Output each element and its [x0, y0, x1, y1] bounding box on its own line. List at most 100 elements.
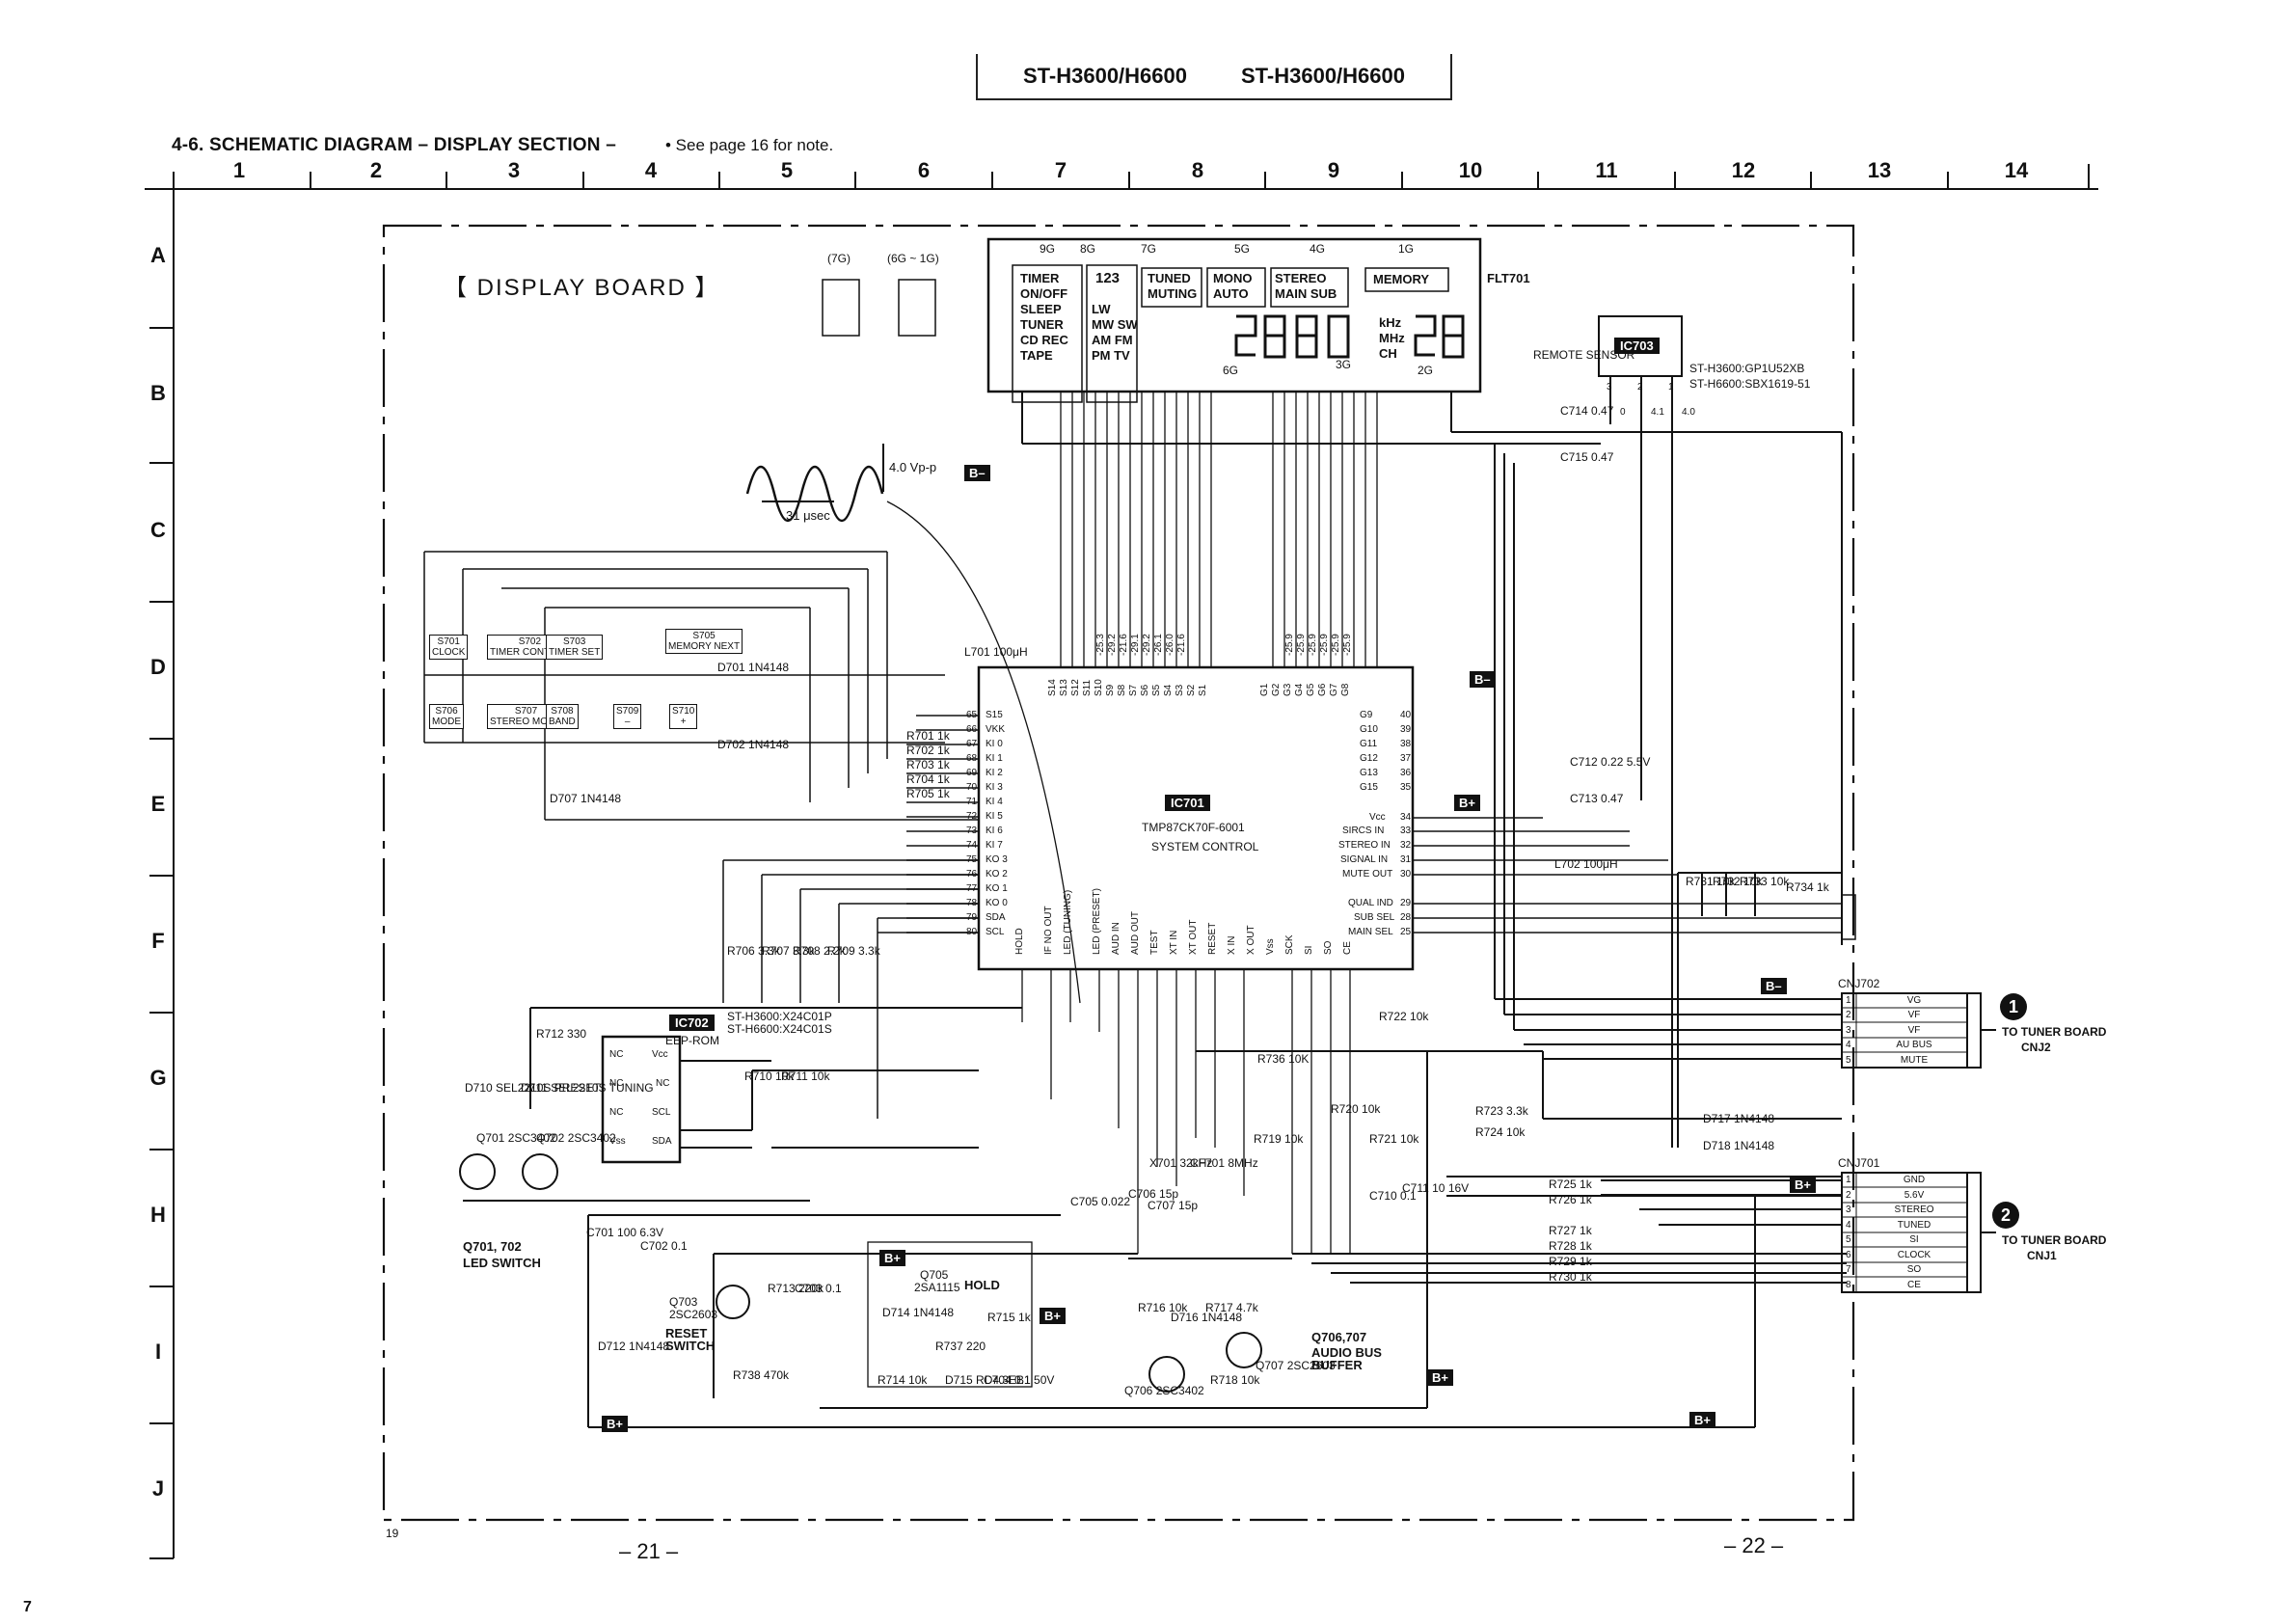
r716: R716 10k — [1138, 1301, 1188, 1314]
ic701-top-voltage: -25.9 — [1296, 634, 1307, 656]
tag-b-plus-7: B+ — [602, 1416, 628, 1432]
ic701-top-voltage: -29.2 — [1107, 634, 1118, 656]
switch-label: MODE — [432, 717, 461, 727]
c704: C704 0.1 50V — [984, 1373, 1055, 1387]
cnj701-pin: 3 — [1846, 1204, 1851, 1215]
ic701-top-pin: S14 — [1047, 679, 1058, 696]
ic701-lnum-76: 76 — [966, 869, 978, 880]
ic701-rpin-g13: G13 — [1360, 768, 1378, 778]
ic701-top-pin: G2 — [1271, 683, 1282, 696]
ic701-lnum-71: 71 — [966, 797, 978, 807]
cnj702-pin: 4 — [1846, 1040, 1851, 1051]
ic701-lpin-ko2: KO 2 — [986, 869, 1008, 880]
q701-702-refs: Q701, 702 — [463, 1239, 522, 1254]
r728: R728 1k — [1549, 1239, 1592, 1253]
r720: R720 10k — [1331, 1102, 1381, 1116]
ic701-bottom-pin: LED (TUNING) — [1063, 889, 1073, 955]
ic701-rpin-g9: G9 — [1360, 710, 1373, 720]
ic701-top-voltage: -25.9 — [1331, 634, 1341, 656]
r721: R721 10k — [1369, 1132, 1419, 1146]
cnj701-pin: 6 — [1846, 1249, 1851, 1260]
grid-col-4: 4 — [644, 158, 658, 182]
ic703-volt-1: 0 — [1620, 407, 1626, 418]
ic701-rpin-g10: G10 — [1360, 724, 1378, 735]
switch-ref: S707 — [514, 706, 538, 717]
fl-grid-3g: 3G — [1336, 358, 1352, 371]
ic701-lnum-78: 78 — [966, 898, 978, 908]
fl-grid-6g: 6G — [1223, 364, 1239, 377]
r702: R702 1k — [906, 744, 950, 757]
ic701-rnum-40: 40 — [1400, 710, 1412, 720]
seg-legend-6g: (6G ~ 1G) — [887, 252, 939, 265]
section-note: • See page 16 for note. — [665, 136, 834, 154]
cnj701-dest-conn: CNJ1 — [2027, 1249, 2057, 1262]
q705-part: 2SA1115 — [914, 1281, 960, 1294]
grid-col-6: 6 — [917, 158, 931, 182]
d702: D702 1N4148 — [717, 738, 790, 751]
switch-label: TIMER SET — [549, 647, 601, 658]
r719: R719 10k — [1254, 1132, 1304, 1146]
r722: R722 10k — [1379, 1010, 1429, 1023]
ic701-rpin-sircs: SIRCS IN — [1342, 826, 1385, 836]
fl-name: FLT701 — [1487, 271, 1530, 285]
ic701-top-pin: S1 — [1198, 684, 1208, 696]
ic703-volt-2: 4.1 — [1651, 407, 1664, 418]
grid-row-d: D — [150, 655, 166, 679]
ic702-function: EEP-ROM — [665, 1034, 720, 1047]
grid-col-8: 8 — [1191, 158, 1204, 182]
cnj701-pin: 1 — [1846, 1175, 1851, 1185]
ic701-part: TMP87CK70F-6001 — [1142, 821, 1245, 834]
ic701-top-pin: S6 — [1140, 684, 1150, 696]
ic701-top-pin: S10 — [1094, 679, 1104, 696]
c701: C701 100 6.3V — [586, 1226, 664, 1239]
ic701-rnum-36: 36 — [1400, 768, 1412, 778]
grid-col-11: 11 — [1595, 158, 1618, 182]
r712: R712 330 — [536, 1027, 587, 1041]
cnj701-dest: TO TUNER BOARD — [2002, 1233, 2107, 1247]
ic701-bottom-pin: AUD OUT — [1130, 911, 1141, 955]
c710: C710 0.1 — [1369, 1189, 1417, 1203]
grid-row-i: I — [154, 1340, 162, 1364]
tag-b-minus-1: B– — [964, 465, 990, 481]
c711: C711 10 16V — [1402, 1181, 1470, 1195]
ic702-part-h3600: ST-H3600:X24C01P — [727, 1010, 832, 1023]
ic702-rpin-sda: SDA — [652, 1136, 672, 1147]
ic701-bottom-pin: RESET — [1207, 922, 1218, 955]
corner-number: 19 — [386, 1527, 399, 1540]
grid-col-3: 3 — [507, 158, 521, 182]
ic701-top-voltage: -26.1 — [1153, 634, 1164, 656]
c702: C702 0.1 — [640, 1239, 688, 1253]
r714: R714 10k — [878, 1373, 928, 1387]
ic701-rpin-g15: G15 — [1360, 782, 1378, 793]
ic701-rnum-35: 35 — [1400, 782, 1412, 793]
ic701-lpin-ki4: KI 4 — [986, 797, 1003, 807]
ic701-lnum-73: 73 — [966, 826, 978, 836]
r737: R737 220 — [935, 1340, 986, 1353]
fl-grid-5g: 5G — [1234, 242, 1251, 256]
cnj702-signal: VF — [1907, 1024, 1921, 1036]
cnj701-signal: GND — [1903, 1175, 1926, 1185]
fl-grid-7g: 7G — [1141, 242, 1157, 256]
ic701-rpin-qual: QUAL IND — [1348, 898, 1393, 908]
ic702-rpin-nc: NC — [656, 1078, 670, 1089]
ic701-lnum-70: 70 — [966, 782, 978, 793]
ic701-lpin-s15: S15 — [986, 710, 1003, 720]
switch-ref: S710 — [672, 706, 695, 717]
switch-label: BAND — [549, 717, 576, 727]
r733: R733 10k — [1740, 875, 1790, 888]
ic701-top-pin: S3 — [1175, 684, 1185, 696]
ic701-top-pin: G6 — [1317, 683, 1328, 696]
ic702-lpin-3: NC — [609, 1107, 624, 1118]
ic701-top-pin: S8 — [1117, 684, 1127, 696]
cnj701-name: CNJ701 — [1838, 1156, 1880, 1170]
r738: R738 470k — [733, 1368, 790, 1382]
ic701-bottom-pin: Vss — [1265, 938, 1276, 955]
ic701-top-voltage: -25.9 — [1308, 634, 1318, 656]
ic701-bottom-pin: SI — [1304, 945, 1314, 955]
ic701-lnum-69: 69 — [966, 768, 978, 778]
fl-grid-2g: 2G — [1418, 364, 1434, 377]
r706: R706 3.3k — [727, 944, 780, 958]
